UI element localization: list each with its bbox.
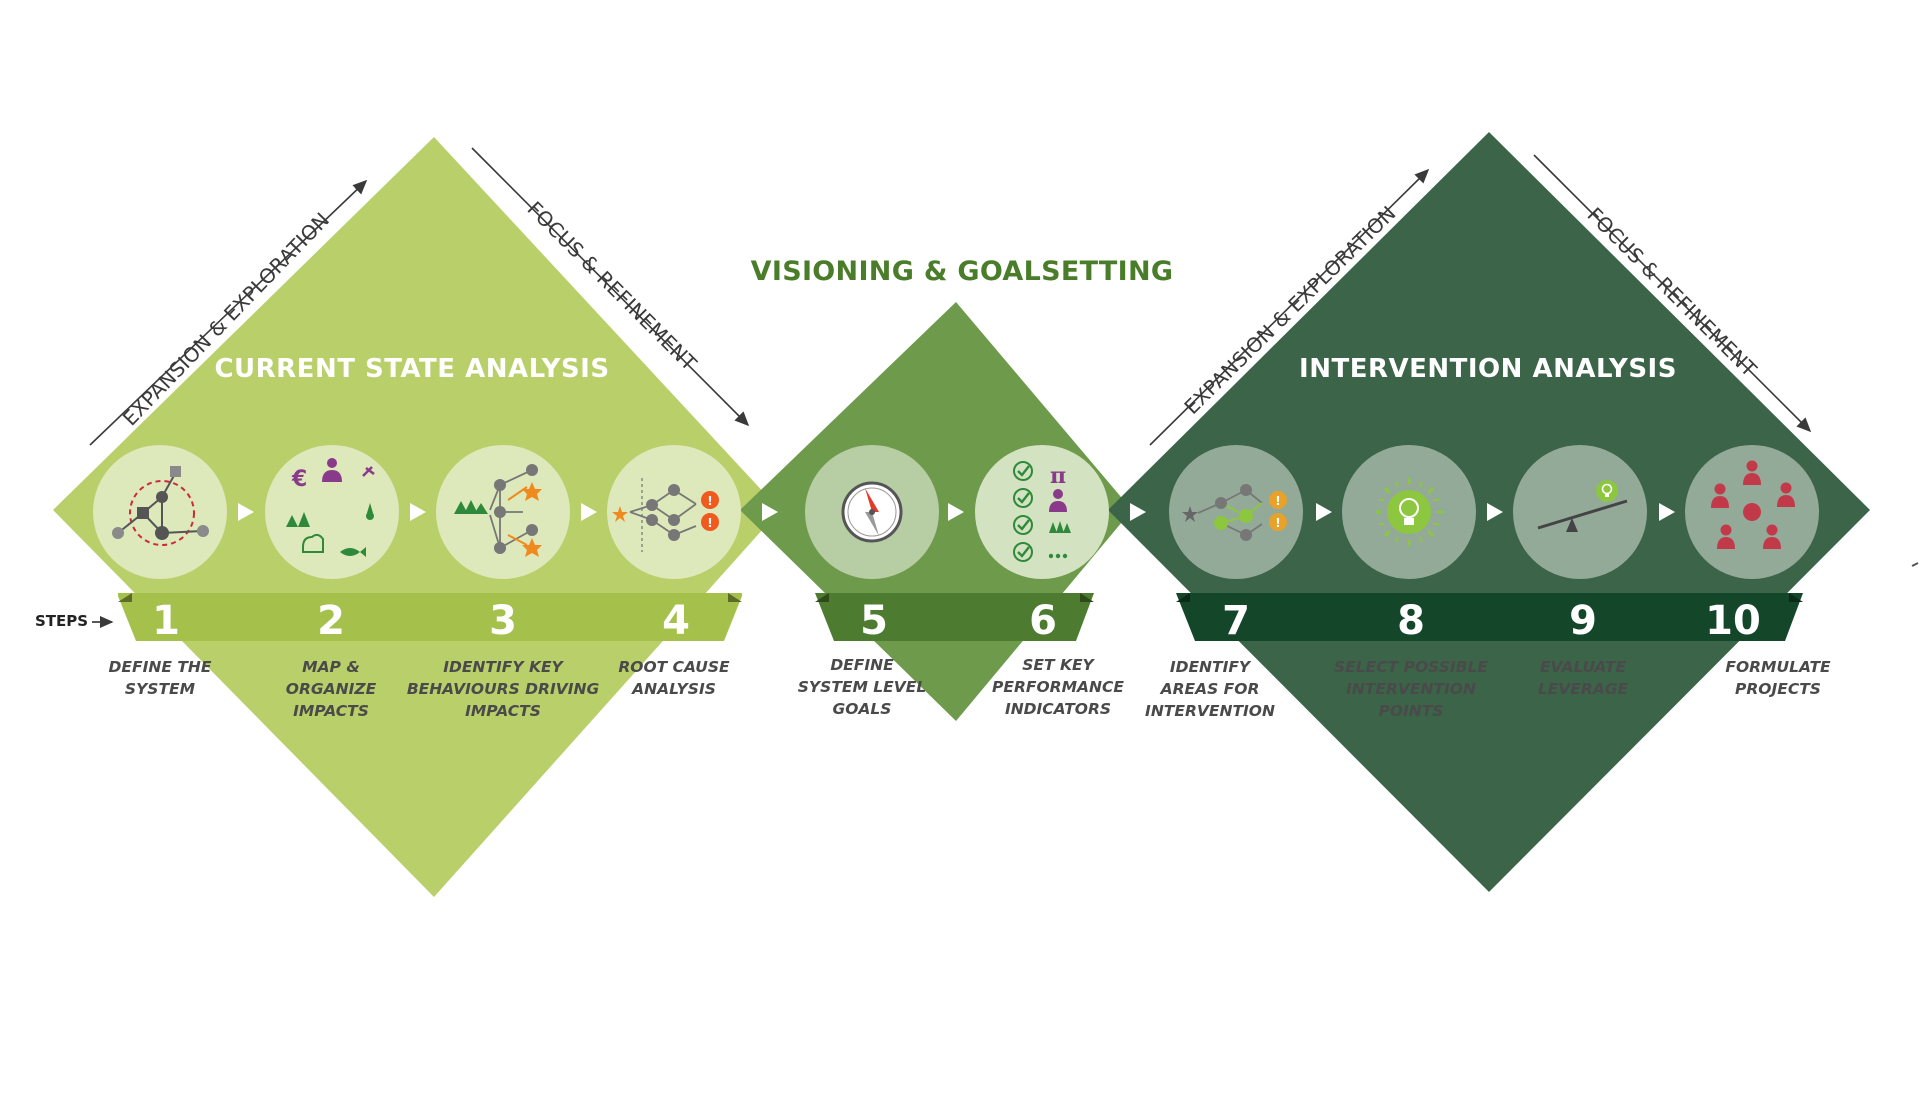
flow-arrow-9 [1659, 503, 1675, 521]
step-label-5: DEFINE SYSTEM LEVEL GOALS [797, 656, 927, 718]
step-band-2 [815, 593, 1094, 641]
step-number-10: 10 [1705, 598, 1761, 644]
step-number-8: 8 [1397, 598, 1425, 644]
svg-text:!: ! [1275, 494, 1280, 508]
impacts-map-icon: € [286, 458, 375, 557]
expansion-arrow-1 [89, 179, 368, 446]
band-fold-left-3 [1176, 593, 1190, 602]
expansion-arrow-3 [1149, 168, 1430, 446]
step-number-7: 7 [1222, 598, 1250, 644]
people-group-icon [1711, 460, 1795, 549]
flow-arrow-3 [581, 503, 597, 521]
flow-arrow-1 [238, 503, 254, 521]
step-label-2: MAP & ORGANIZE IMPACTS [285, 658, 377, 720]
step-label-7: IDENTIFY AREAS FOR INTERVENTION [1145, 658, 1275, 720]
root-cause-icon: ! ! [612, 478, 719, 552]
flow-arrow-5 [948, 503, 964, 521]
flow-arrow-2 [410, 503, 426, 521]
step-number-6: 6 [1029, 598, 1057, 644]
step-number-3: 3 [489, 598, 517, 644]
step-label-9: EVALUATE LEVERAGE [1537, 658, 1629, 698]
svg-text:€: € [291, 467, 307, 492]
step-circle-6 [975, 445, 1109, 579]
behaviour-network-icon [454, 464, 542, 557]
band-fold-right-1 [728, 593, 742, 602]
step-circle-1 [93, 445, 227, 579]
svg-text:π: π [1050, 463, 1066, 489]
step-label-3: IDENTIFY KEY BEHAVIOURS DRIVING IMPACTS [406, 658, 600, 720]
lever-icon [1537, 480, 1628, 532]
step-label-10: FORMULATE PROJECTS [1725, 658, 1831, 698]
edge-mark [1911, 562, 1919, 567]
flow-arrow-4 [762, 503, 778, 521]
svg-text:!: ! [1275, 516, 1280, 530]
compass-icon [841, 481, 903, 543]
flow-arrow-8 [1487, 503, 1503, 521]
flow-arrow-7 [1316, 503, 1332, 521]
kpi-checklist-icon: π [1013, 461, 1071, 562]
steps-label: STEPS [35, 612, 89, 630]
step-label-4: ROOT CAUSE ANALYSIS [618, 658, 730, 698]
step-band-3 [1176, 593, 1803, 641]
step-number-1: 1 [152, 598, 180, 644]
visioning-title: VISIONING & GOALSETTING [750, 256, 1174, 287]
step-number-2: 2 [317, 598, 345, 644]
band-fold-left-2 [815, 593, 829, 602]
step-label-1: DEFINE THE SYSTEM [108, 658, 212, 698]
step-label-8: SELECT POSSIBLE INTERVENTION POINTS [1334, 658, 1488, 720]
intervention-title: INTERVENTION ANALYSIS [1299, 354, 1677, 384]
step-circle-4 [607, 445, 741, 579]
band-fold-right-3 [1789, 593, 1803, 602]
step-circle-7 [1169, 445, 1303, 579]
step-number-5: 5 [860, 598, 888, 644]
focus-arrow-1 [471, 147, 750, 427]
band-fold-left-1 [118, 593, 132, 602]
step-number-9: 9 [1569, 598, 1597, 644]
current-state-title: CURRENT STATE ANALYSIS [214, 354, 610, 384]
svg-text:!: ! [707, 516, 712, 530]
band-fold-right-2 [1080, 593, 1094, 602]
step-circle-2 [265, 445, 399, 579]
lightbulb-icon [1375, 478, 1443, 546]
focus-arrow-3 [1533, 154, 1812, 433]
intervention-areas-icon: ! ! [1182, 484, 1287, 541]
system-boundary-icon [112, 466, 209, 546]
step-circle-9 [1513, 445, 1647, 579]
step-number-4: 4 [662, 598, 690, 644]
svg-text:!: ! [707, 494, 712, 508]
step-band-1 [118, 593, 742, 641]
flow-arrow-6 [1130, 503, 1146, 521]
step-label-6: SET KEY PERFORMANCE INDICATORS [992, 656, 1124, 718]
